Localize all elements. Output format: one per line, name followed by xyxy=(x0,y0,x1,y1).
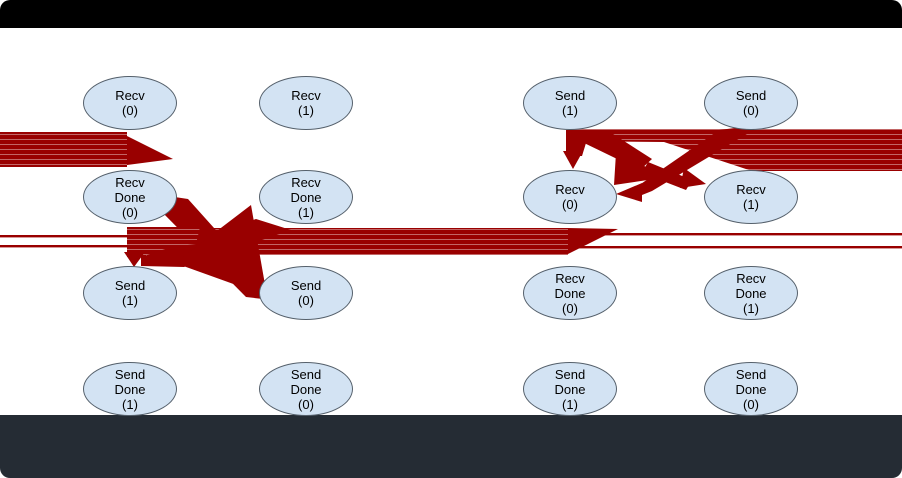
node-label-line: Send xyxy=(114,366,146,382)
node-recv-1: Recv(1) xyxy=(704,170,798,224)
node-recv-0: Recv(0) xyxy=(83,76,177,130)
node-label-line: Done xyxy=(554,381,586,397)
node-label-line: Done xyxy=(554,285,586,301)
node-label-line: (0) xyxy=(562,197,578,212)
window-top-bar xyxy=(0,0,902,28)
node-label-line: (1) xyxy=(743,300,759,316)
node-send-0: Send(0) xyxy=(259,266,353,320)
window-bottom-bar xyxy=(0,415,902,478)
node-label-line: (0) xyxy=(298,396,314,412)
node-label-line: Recv xyxy=(555,270,585,286)
node-label-line: (1) xyxy=(562,103,578,118)
node-label-line: Recv xyxy=(555,182,585,197)
node-label-line: (0) xyxy=(122,204,138,220)
node-label-line: (0) xyxy=(122,103,138,118)
node-label-line: Send xyxy=(290,366,322,382)
node-label-line: Recv xyxy=(115,88,145,103)
node-label-line: Done xyxy=(114,381,146,397)
node-label-line: (0) xyxy=(562,300,578,316)
node-label-line: Send xyxy=(554,88,586,103)
node-label-line: Done xyxy=(114,189,146,205)
node-label-line: (1) xyxy=(298,103,314,118)
node-label-line: Send xyxy=(290,278,322,293)
node-send-1: Send(1) xyxy=(523,76,617,130)
node-label-line: (0) xyxy=(298,293,314,308)
node-label-line: (1) xyxy=(743,197,759,212)
node-label-line: Recv xyxy=(736,270,766,286)
node-label-line: (1) xyxy=(298,204,314,220)
node-label-line: Send xyxy=(114,278,146,293)
node-recv-1: Recv(1) xyxy=(259,76,353,130)
node-label-line: (1) xyxy=(122,396,138,412)
node-label-line: (1) xyxy=(122,293,138,308)
node-label-line: Send xyxy=(735,88,767,103)
node-label-line: Recv xyxy=(291,88,321,103)
node-label-line: (0) xyxy=(743,396,759,412)
node-label-line: Recv xyxy=(736,182,766,197)
node-send-0: Send(0) xyxy=(704,76,798,130)
node-label-line: (1) xyxy=(562,396,578,412)
node-label-line: Done xyxy=(290,189,322,205)
node-label-line: Recv xyxy=(115,174,145,190)
node-label-line: (0) xyxy=(743,103,759,118)
node-label-line: Done xyxy=(735,285,767,301)
node-send-1: Send(1) xyxy=(83,266,177,320)
node-recv-0: Recv(0) xyxy=(523,170,617,224)
node-label-line: Send xyxy=(735,366,767,382)
node-label-line: Done xyxy=(290,381,322,397)
node-label-line: Send xyxy=(554,366,586,382)
node-label-line: Done xyxy=(735,381,767,397)
node-label-line: Recv xyxy=(291,174,321,190)
